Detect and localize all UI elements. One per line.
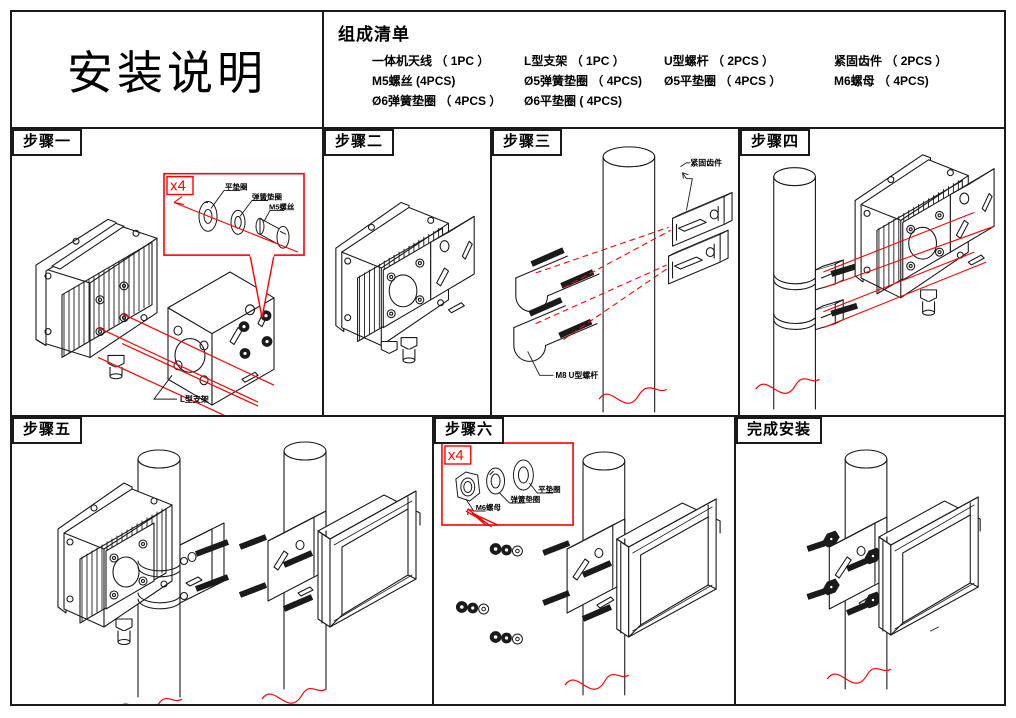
step4-illustration bbox=[740, 129, 1004, 415]
step3-label: 步骤三 bbox=[492, 129, 563, 156]
step1-screw-label: M5螺丝 bbox=[269, 201, 295, 211]
step6-callout-multiplier: x4 bbox=[448, 447, 464, 464]
part-item: 紧固齿件 （ 2PCS ） bbox=[834, 54, 948, 68]
page-title: 安装说明 bbox=[67, 45, 267, 100]
part-item: Ø6平垫圈 ( 4PCS) bbox=[524, 94, 623, 108]
panel-finish: 完成安装 bbox=[734, 417, 1004, 704]
step1-callout-multiplier: x4 bbox=[170, 178, 186, 195]
step6-illustration: x4 bbox=[434, 417, 734, 704]
panel-step5: 步骤五 bbox=[12, 417, 432, 704]
step6-nut-label: M6螺母 bbox=[476, 502, 502, 512]
panel-step2: 步骤二 bbox=[322, 129, 490, 415]
part-item: Ø6弹簧垫圈 （ 4PCS ） bbox=[372, 94, 502, 108]
step6-flat-washer-label: 平垫圈 bbox=[538, 484, 561, 494]
parts-list-cell: 组成清单 一体机天线 （ 1PC ） L型支架 （ 1PC ） U型螺杆 （ 2… bbox=[324, 12, 1004, 127]
step3-ubolt-label: M8 U型螺杆 bbox=[555, 370, 598, 380]
step1-label: 步骤一 bbox=[12, 129, 83, 156]
parts-row: M5螺丝 (4PCS) Ø5弹簧垫圈 （ 4PCS) Ø5平垫圈 （ 4PCS … bbox=[372, 71, 1004, 91]
step5-illustration bbox=[12, 417, 432, 704]
parts-row: Ø6弹簧垫圈 （ 4PCS ） Ø6平垫圈 ( 4PCS) bbox=[372, 91, 1004, 111]
part-item: Ø5平垫圈 （ 4PCS ） bbox=[664, 74, 782, 88]
step3-tooth-label: 紧固齿件 bbox=[690, 158, 722, 168]
part-item: 一体机天线 （ 1PC ） bbox=[372, 54, 490, 68]
steps-row-bottom: 步骤五 bbox=[12, 417, 1004, 704]
part-item: M5螺丝 (4PCS) bbox=[372, 74, 456, 88]
step1-spring-washer-label: 弹簧垫圈 bbox=[252, 192, 283, 202]
step2-label: 步骤二 bbox=[324, 129, 395, 156]
step3-illustration: 紧固齿件 M8 U型螺杆 bbox=[492, 129, 738, 415]
parts-list-heading: 组成清单 bbox=[338, 25, 410, 44]
sheet-frame: 安装说明 组成清单 一体机天线 （ 1PC ） L型支架 （ 1PC ） U型螺… bbox=[10, 10, 1006, 706]
panel-step3: 步骤三 bbox=[490, 129, 738, 415]
step1-bracket-label: L型支架 bbox=[180, 394, 209, 404]
step4-label: 步骤四 bbox=[740, 129, 811, 156]
part-item: L型支架 （ 1PC ） bbox=[524, 54, 625, 68]
part-item: Ø5弹簧垫圈 （ 4PCS) bbox=[524, 74, 643, 88]
panel-step1: 步骤一 bbox=[12, 129, 322, 415]
step1-flat-washer-label: 平垫圈 bbox=[225, 182, 248, 192]
step1-illustration: L型支架 x4 bbox=[12, 129, 322, 415]
title-cell: 安装说明 bbox=[12, 12, 324, 127]
step5-label: 步骤五 bbox=[12, 417, 83, 444]
step6-label: 步骤六 bbox=[434, 417, 505, 444]
part-item: U型螺杆 （ 2PCS ） bbox=[664, 54, 775, 68]
step6-spring-washer-label: 弹簧垫圈 bbox=[510, 494, 540, 504]
parts-row: 一体机天线 （ 1PC ） L型支架 （ 1PC ） U型螺杆 （ 2PCS ）… bbox=[372, 51, 1004, 71]
finish-illustration bbox=[736, 417, 1004, 704]
step2-illustration bbox=[324, 129, 490, 415]
header-band: 安装说明 组成清单 一体机天线 （ 1PC ） L型支架 （ 1PC ） U型螺… bbox=[12, 12, 1004, 129]
part-item: M6螺母 （ 4PCS) bbox=[834, 74, 929, 88]
panel-step4: 步骤四 bbox=[738, 129, 1004, 415]
panel-step6: 步骤六 bbox=[432, 417, 734, 704]
parts-list-rows: 一体机天线 （ 1PC ） L型支架 （ 1PC ） U型螺杆 （ 2PCS ）… bbox=[338, 51, 1004, 111]
finish-label: 完成安装 bbox=[736, 417, 823, 444]
steps-row-top: 步骤一 bbox=[12, 129, 1004, 417]
